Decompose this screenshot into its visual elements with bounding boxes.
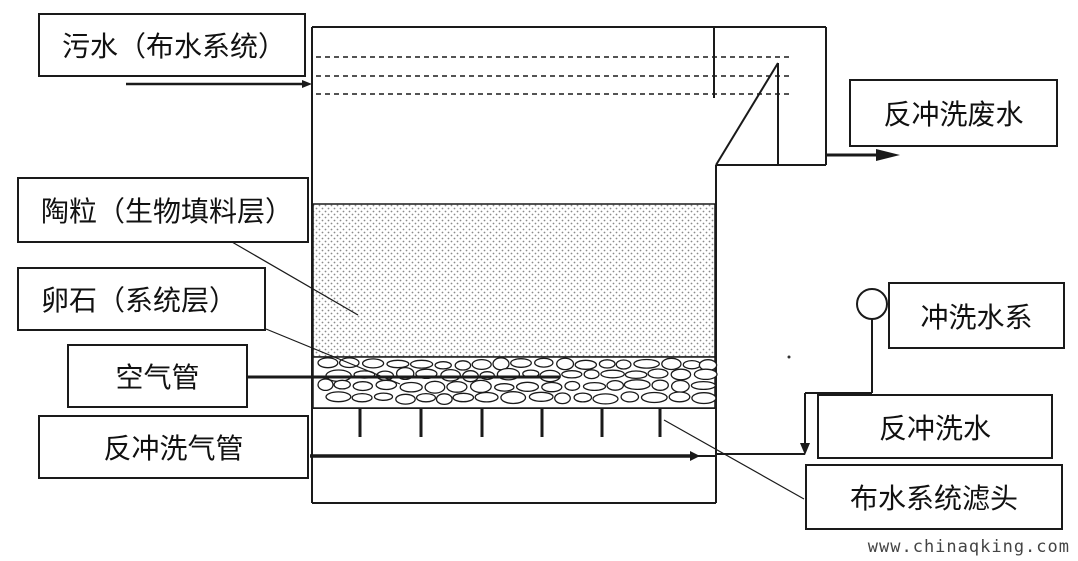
sewage-inlet-label: 污水（布水系统） — [38, 13, 306, 77]
pebble — [651, 379, 669, 391]
wash-water-system-label: 冲洗水系 — [888, 282, 1065, 349]
wash-water-pump — [716, 288, 888, 455]
inlet-pipe — [126, 80, 312, 88]
pebble — [454, 360, 472, 371]
pebble — [474, 391, 499, 403]
pebble-layer — [312, 356, 718, 409]
pebble — [375, 379, 398, 391]
pebble — [592, 393, 619, 405]
pebble — [435, 393, 453, 406]
pebble — [615, 359, 632, 370]
pebble — [361, 358, 385, 369]
pebble — [564, 380, 581, 391]
pebble — [640, 391, 668, 404]
pebble — [317, 378, 334, 392]
pebble — [395, 393, 416, 405]
backwash-air-pipe-line — [310, 451, 700, 461]
filter-heads — [358, 409, 662, 437]
pebble — [661, 357, 682, 371]
water-level-lines — [316, 56, 790, 95]
pebble — [409, 359, 434, 369]
pebble — [633, 358, 660, 369]
pebble — [500, 391, 527, 405]
pebble — [670, 379, 690, 393]
pebble — [515, 381, 540, 392]
pebble — [373, 392, 394, 401]
pebble — [624, 370, 648, 380]
pebble — [682, 359, 702, 370]
pebble — [620, 391, 640, 403]
ceramsite-layer-label: 陶粒（生物填料层） — [17, 177, 309, 243]
air-pipe-label: 空气管 — [67, 344, 248, 408]
backwash-wastewater-label: 反冲洗废水 — [849, 79, 1058, 147]
pebble — [333, 379, 351, 390]
pebble — [623, 379, 651, 391]
pebble — [561, 370, 583, 379]
pebble — [434, 361, 452, 370]
pebble — [554, 392, 571, 405]
pebble — [510, 358, 532, 368]
pebble — [556, 357, 575, 371]
pebble — [352, 381, 374, 392]
pebble — [598, 359, 616, 369]
pebble — [600, 369, 625, 379]
pebble — [440, 368, 461, 382]
pebble — [582, 381, 607, 392]
pebble — [325, 391, 352, 403]
ceramsite-media-layer — [312, 203, 716, 358]
pebble — [583, 369, 600, 380]
pebble — [573, 392, 593, 403]
backwash-water-label: 反冲洗水 — [817, 394, 1053, 459]
pebble — [424, 380, 446, 394]
backwash-air-pipe-label: 反冲洗气管 — [38, 415, 309, 479]
watermark-url: www.chinaqking.com — [867, 537, 1070, 557]
pebble — [606, 379, 625, 391]
pebble — [534, 357, 554, 368]
pebble — [691, 392, 717, 405]
pebble — [399, 381, 423, 393]
leader-lines — [231, 241, 805, 500]
stray-dot — [787, 355, 791, 359]
pebble — [317, 357, 339, 369]
distribution-filter-head-label: 布水系统滤头 — [805, 464, 1063, 530]
pebble — [469, 379, 492, 394]
pebble — [528, 391, 554, 402]
pebble — [452, 392, 475, 403]
pebble — [574, 359, 598, 370]
pebble-layer-label: 卵石（系统层） — [17, 267, 266, 331]
pebble — [647, 368, 669, 379]
overflow-weir — [715, 62, 779, 166]
backwash-wastewater-outlet — [826, 149, 900, 161]
pebble — [494, 383, 515, 392]
pebble — [693, 368, 718, 381]
pebble — [351, 392, 373, 403]
backwash-water-arrow — [800, 443, 810, 455]
pebble — [541, 381, 563, 393]
pebble — [668, 391, 691, 403]
pebble — [690, 380, 717, 391]
pebble — [670, 368, 692, 381]
pebble — [386, 359, 410, 369]
pebble — [415, 392, 437, 403]
pebble — [446, 380, 468, 393]
pebble — [471, 358, 492, 371]
